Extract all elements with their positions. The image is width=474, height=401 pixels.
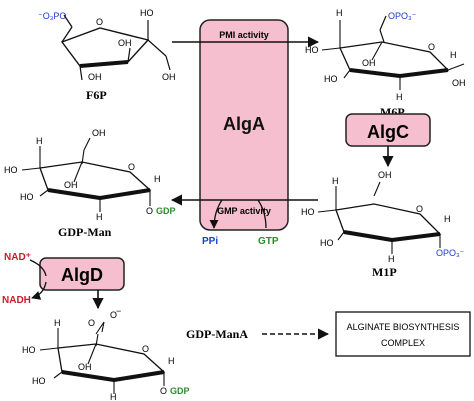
svg-text:HO: HO (32, 376, 46, 386)
m1p-phosphate-label: OPO₃⁻ (436, 248, 465, 258)
m6p-phosphate-label: OPO₃⁻ (388, 11, 417, 21)
complex-line2: COMPLEX (381, 338, 425, 348)
arrow-gtp (257, 199, 267, 229)
gdp-mana-gdp-label: GDP (170, 386, 190, 396)
svg-text:HO: HO (140, 8, 154, 18)
arrow-nad (29, 259, 47, 277)
algc-enzyme: AlgC (345, 113, 431, 147)
algd-label: AlgD (61, 265, 103, 285)
alga-box (199, 19, 289, 231)
f6p-label: F6P (86, 88, 107, 102)
svg-text:OH: OH (362, 58, 376, 68)
alginate-complex-box: ALGINATE BIOSYNTHESIS COMPLEX (335, 311, 471, 357)
svg-text:H: H (154, 174, 161, 184)
m1p-molecule: OH O H HO HO H OPO₃⁻ H M1P (301, 170, 465, 279)
svg-text:H: H (388, 254, 395, 264)
svg-text:O: O (160, 386, 167, 396)
svg-text:O: O (110, 310, 117, 320)
svg-text:H: H (396, 92, 403, 102)
m6p-molecule: OPO₃⁻ O H HO HO H OH OH H M6P (305, 8, 466, 119)
svg-text:OH: OH (64, 180, 78, 190)
svg-text:O: O (428, 42, 435, 52)
svg-text:HO: HO (4, 165, 18, 175)
algd-enzyme: AlgD (39, 257, 125, 291)
svg-text:H: H (444, 214, 451, 224)
svg-text:HO: HO (22, 345, 36, 355)
svg-text:OH: OH (78, 362, 92, 372)
algc-label: AlgC (367, 122, 409, 142)
gdp-man-molecule: OH O H HO HO OH H O GDP H GDP-Man (4, 128, 176, 239)
complex-line1: ALGINATE BIOSYNTHESIS (347, 322, 460, 332)
gdp-man-label: GDP-Man (58, 225, 112, 239)
svg-text:H: H (110, 392, 117, 401)
svg-text:H: H (54, 318, 61, 328)
pmi-activity-label: PMI activity (219, 30, 269, 40)
f6p-ring-oxygen: O (96, 17, 103, 27)
svg-text:O: O (128, 162, 135, 172)
svg-text:H: H (450, 50, 457, 60)
gdp-man-gdp-label: GDP (156, 206, 176, 216)
alga-enzyme: AlgA PMI activity GMP activity (199, 19, 289, 231)
gmp-activity-label: GMP activity (217, 206, 271, 216)
arrow-ppi (209, 199, 223, 229)
gdp-mana-label: GDP-ManA (186, 327, 248, 341)
f6p-phosphate-label: ⁻O₃PO (38, 11, 66, 21)
svg-text:O: O (142, 344, 149, 354)
svg-text:OH: OH (92, 128, 106, 138)
svg-text:OH: OH (162, 72, 176, 82)
svg-text:OH: OH (118, 38, 132, 48)
svg-text:HO: HO (320, 238, 334, 248)
f6p-molecule: ⁻O₃PO O HO OH OH OH F6P (38, 8, 176, 102)
svg-text:HO: HO (20, 192, 34, 202)
carboxylate-charge: − (116, 306, 121, 316)
alga-label: AlgA (223, 114, 265, 134)
svg-text:O: O (416, 204, 423, 214)
svg-text:HO: HO (324, 74, 338, 84)
svg-text:H: H (336, 8, 343, 18)
svg-text:O: O (88, 318, 95, 328)
nad-label: NAD⁺ (4, 252, 31, 263)
gtp-label: GTP (258, 236, 279, 247)
arrow-nadh (31, 281, 47, 300)
svg-text:H: H (96, 212, 103, 222)
svg-text:H: H (332, 176, 339, 186)
svg-text:O: O (146, 206, 153, 216)
ppi-label: PPi (202, 236, 218, 247)
svg-text:OH: OH (452, 78, 466, 88)
svg-text:HO: HO (301, 207, 315, 217)
svg-text:H: H (36, 136, 43, 146)
svg-text:OH: OH (378, 170, 392, 180)
svg-text:OH: OH (88, 72, 102, 82)
svg-text:H: H (168, 356, 175, 366)
gdp-mana-molecule: O O − O H HO HO OH H O GDP H GDP-ManA (22, 306, 248, 401)
nadh-label: NADH (2, 295, 31, 306)
m1p-label: M1P (372, 265, 397, 279)
svg-text:HO: HO (305, 45, 319, 55)
